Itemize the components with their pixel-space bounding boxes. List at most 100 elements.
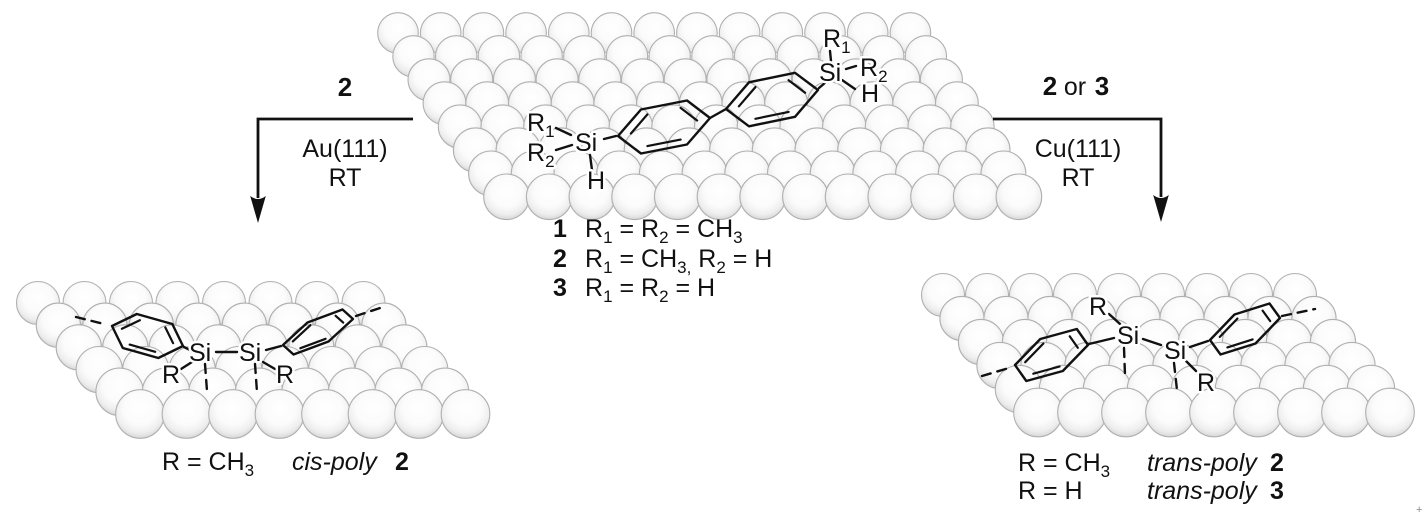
metal-atom [824,173,872,221]
atom-label-h-right: H [861,80,879,108]
trans-phenyl-ring-left-double-bonds [1024,335,1079,375]
phenyl-ring-right-double-bonds [737,79,807,120]
trans-phenyl-ring-right-double-bonds [1218,309,1272,349]
atom-label-h-left: H [587,167,605,195]
phenyl-ring-right [724,71,820,128]
cis-atom-si-right: Si [239,339,261,367]
trans-si-surface-bonds [1122,346,1179,392]
polymer-continuation-bond-right [354,304,388,318]
trans-phenyl-ring-left [1013,327,1090,383]
cis-phenyl-ring-left [110,312,185,360]
atom-label-r2-right: R2 [860,54,888,86]
atom-label-si-right: Si [819,59,841,87]
metal-atom [995,173,1043,221]
cis-skeleton-bonds [179,344,283,371]
polymer-continuation-bond-left [980,366,1011,378]
metal-surface-bottom-left [15,280,491,439]
compound-legend: 1 R1 = R2 = CH3 2 R1 = CH3, R2 = H 3 R1 … [553,215,772,306]
metal-atom [739,173,787,221]
cis-phenyl-ring-right-double-bonds [291,314,345,350]
cis-phenyl-ring-left-double-bonds [120,319,175,353]
trans-atom-si-left: Si [1117,322,1139,350]
trans-atom-r-bottom: R [1197,369,1215,397]
arrow-right-head-icon [1153,195,1169,222]
reaction-arrow-right: 2 or 3 Cu(111) RT [993,71,1169,222]
silyl-bonds-left [554,126,618,172]
cis-phenyl-ring-right [281,308,355,356]
arrow-left-temperature: RT [329,164,362,192]
trans-r-definition-2: R = H [1018,477,1083,505]
atom-label-si-left: Si [575,129,597,157]
reaction-arrow-left: 2 Au(111) RT [250,72,413,223]
product-trans-caption: R = CH3 trans-poly 2 R = H trans-poly 3 [1018,449,1284,505]
legend-number-3: 3 [553,274,567,302]
trans-poly-name-2: trans-poly [1147,477,1258,505]
arrow-right-temperature: RT [1062,164,1095,192]
trans-skeleton-bonds [1087,312,1210,373]
metal-atom [301,389,351,439]
metal-surface-top [377,12,1043,221]
trans-poly-name-1: trans-poly [1147,449,1258,477]
metal-atom [867,173,915,221]
arrow-left-reagent: 2 [338,72,352,102]
trans-compound-number-1: 2 [1270,449,1284,477]
trans-r-definition-1: R = CH3 [1018,449,1110,481]
legend-number-2: 2 [553,245,567,273]
product-trans-molecule: R Si Si R [980,291,1317,400]
arrow-right-line [993,117,1163,197]
legend-number-1: 1 [553,215,567,243]
trans-phenyl-ring-right [1208,302,1282,356]
metal-atom [696,173,744,221]
metal-atom [1321,387,1371,438]
corner-artifact: + [1416,504,1422,515]
phenyl-ring-left-double-bonds [629,106,699,148]
metal-atom [161,389,212,439]
cis-r-definition: R = CH3 [162,448,254,480]
cis-atom-si-left: Si [189,339,211,367]
legend-formula-2: R1 = CH3, R2 = H [585,245,772,277]
legend-formula-1: R1 = R2 = CH3 [585,215,743,247]
metal-atom [611,173,658,221]
atom-label-r1-left: R1 [527,109,555,141]
silyl-bonds-right [817,49,858,91]
metal-atom [1101,387,1151,438]
metal-atom [1013,387,1063,438]
biphenyl-bridge-bond [708,107,728,120]
metal-atom [483,173,530,221]
trans-compound-number-2: 3 [1270,477,1284,505]
trans-atom-si-right: Si [1164,337,1186,365]
reactant-molecule: R1 R2 Si H R1 Si R2 H [525,23,891,198]
polymer-continuation-bond-left [74,315,106,326]
arrow-right-reagent-b: 3 [1095,71,1109,101]
arrow-right-reagent-a: 2 [1043,71,1057,101]
metal-atom [394,389,444,439]
metal-atom [1145,387,1195,438]
metal-atom [208,389,258,439]
metal-atom [1277,387,1327,438]
cis-poly-name: cis-poly [292,448,378,476]
arrow-right-surface: Cu(111) [1035,135,1122,163]
metal-atom [525,173,573,221]
arrow-left-surface: Au(111) [302,135,387,163]
metal-atom [910,173,957,221]
metal-atom [440,389,491,439]
cis-si-surface-bonds [203,362,259,394]
atom-label-r2-left: R2 [527,139,555,171]
metal-atom [254,389,305,439]
metal-atom [115,389,165,439]
legend-formula-3: R1 = R2 = H [585,274,715,306]
metal-surface-bottom-right [920,272,1415,438]
metal-atom [653,173,701,221]
polymer-continuation-bond-right [1280,307,1317,318]
cis-compound-number: 2 [395,448,409,476]
cis-atom-r-right: R [276,361,294,389]
metal-atom [347,389,398,439]
metal-atom [1057,387,1107,438]
product-cis-molecule: Si Si R R [74,304,388,394]
metal-atom [1233,387,1283,438]
arrow-left-head-icon [250,196,266,223]
cis-atom-r-left: R [162,361,180,389]
trans-atom-r-top: R [1089,293,1107,321]
